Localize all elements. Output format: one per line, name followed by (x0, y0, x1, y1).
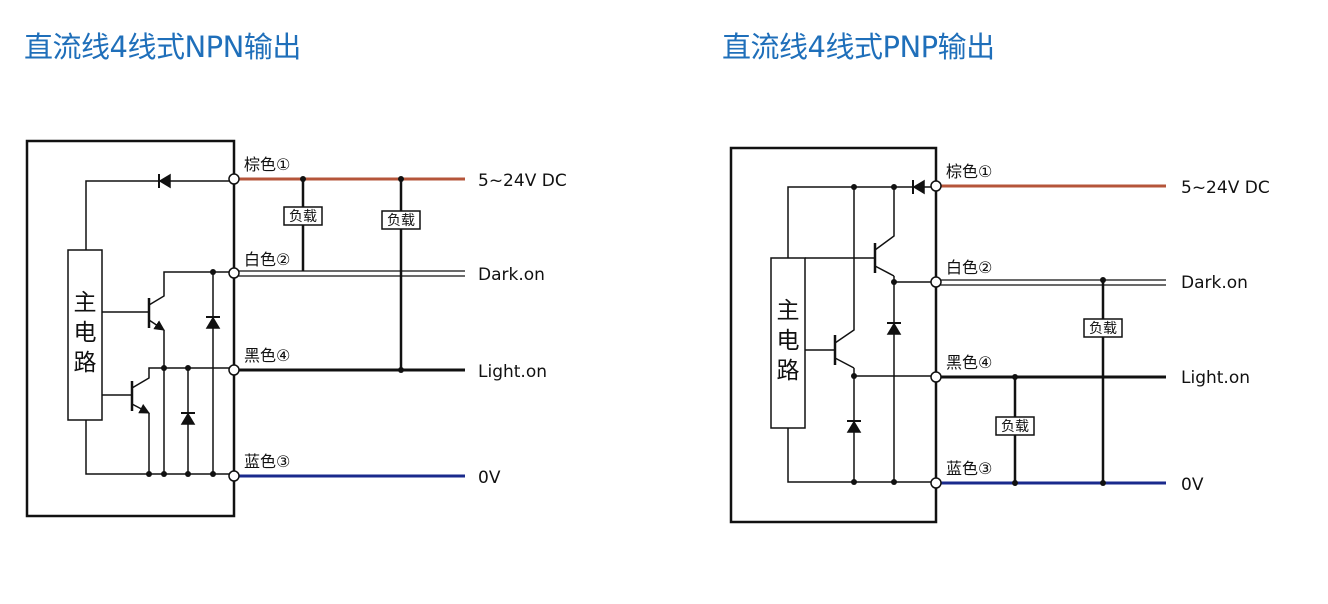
pnp-diagram-title: 直流线4线式PNP输出 (722, 30, 995, 64)
npn-main-circuit-label: 主 电 路 (74, 290, 97, 376)
pnp-terminal-blue (930, 477, 942, 489)
svg-text:主: 主 (777, 298, 800, 324)
pnp-diagram (729, 146, 1166, 524)
pnp-terminal-black (930, 371, 942, 383)
pnp-sensor-housing (729, 146, 938, 524)
pnp-label-white: 白色② (946, 258, 992, 277)
svg-text:电: 电 (777, 328, 800, 354)
pnp-load-light (995, 416, 1035, 436)
pnp-label-black: 黑色④ (946, 353, 992, 372)
pnp-output-ground: 0V (1181, 475, 1204, 495)
npn-load-light-label: 负载 (387, 213, 415, 229)
npn-label-brown: 棕色① (244, 155, 290, 174)
npn-load-dark (283, 206, 323, 226)
pnp-white-wire (936, 279, 1166, 286)
pnp-terminal-brown (930, 180, 942, 192)
svg-text:主: 主 (74, 290, 97, 316)
npn-reverse-diode (158, 173, 171, 189)
npn-output-supply: 5~24V DC (478, 171, 567, 191)
pnp-label-blue: 蓝色③ (946, 459, 992, 478)
npn-diagram-title: 直流线4线式NPN输出 (24, 30, 301, 64)
svg-text:路: 路 (74, 350, 97, 376)
npn-terminal-blue (228, 470, 240, 482)
npn-protect-diode-1 (205, 316, 221, 329)
npn-main-circuit-block (67, 249, 103, 421)
npn-protect-diode-2 (180, 412, 196, 425)
pnp-load-dark-label: 负载 (1089, 321, 1117, 337)
npn-label-blue: 蓝色③ (244, 452, 290, 471)
npn-sensor-housing (25, 139, 236, 518)
pnp-label-brown: 棕色① (946, 162, 992, 181)
pnp-load-dark (1083, 318, 1123, 338)
npn-terminal-brown (228, 173, 240, 185)
npn-output-ground: 0V (478, 468, 501, 488)
pnp-output-supply: 5~24V DC (1181, 178, 1270, 198)
npn-output-dark: Dark.on (478, 265, 545, 285)
svg-text:电: 电 (74, 320, 97, 346)
npn-output-light: Light.on (478, 362, 547, 382)
pnp-protect-diode-1 (886, 322, 902, 335)
npn-terminal-black (228, 364, 240, 376)
pnp-protect-diode-2 (846, 420, 862, 433)
npn-load-light (381, 210, 421, 230)
npn-label-black: 黑色④ (244, 346, 290, 365)
pnp-reverse-diode (912, 179, 925, 195)
npn-diagram (25, 139, 465, 518)
pnp-output-light: Light.on (1181, 368, 1250, 388)
pnp-main-circuit-label: 主 电 路 (777, 298, 800, 384)
svg-text:路: 路 (777, 358, 800, 384)
npn-load-dark-label: 负载 (289, 209, 317, 225)
pnp-terminal-white (930, 276, 942, 288)
pnp-output-dark: Dark.on (1181, 273, 1248, 293)
npn-white-wire (234, 270, 465, 277)
pnp-load-light-label: 负载 (1001, 419, 1029, 435)
npn-label-white: 白色② (244, 250, 290, 269)
npn-terminal-white (228, 267, 240, 279)
